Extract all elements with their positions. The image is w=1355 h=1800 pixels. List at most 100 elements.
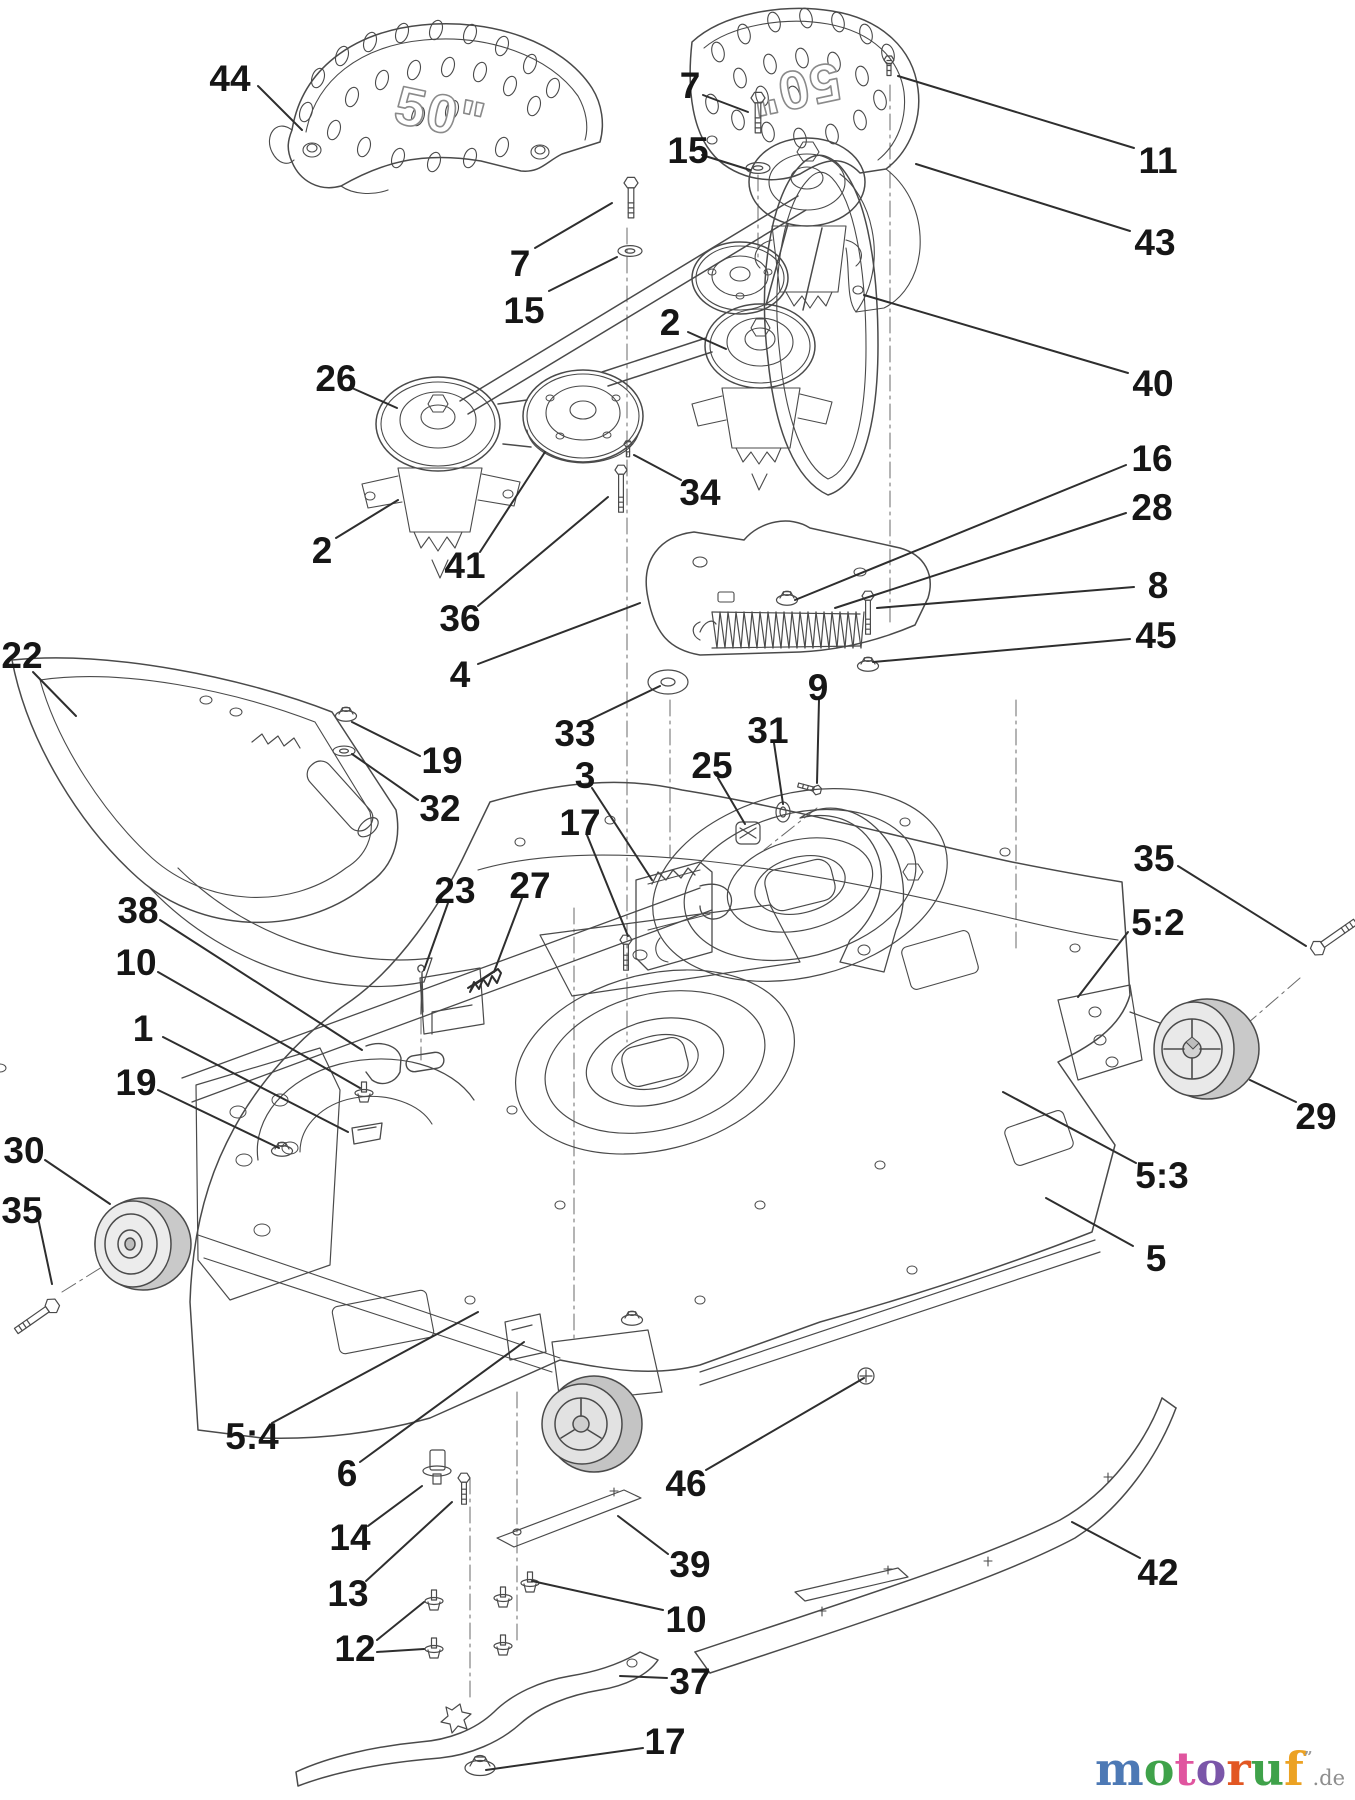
flange-nut-16 — [775, 590, 799, 606]
drive-belts — [459, 154, 879, 496]
callout-23: 23 — [434, 870, 475, 911]
callout-35: 35 — [1, 1190, 42, 1231]
washer-32 — [332, 745, 356, 757]
grease-screw-34 — [623, 440, 633, 458]
callout-5:4: 5:4 — [225, 1416, 279, 1457]
bolt-10-left — [354, 1081, 374, 1103]
leader-line-30 — [44, 1159, 111, 1205]
leader-line-11 — [897, 75, 1135, 149]
leader-line-35 — [1177, 865, 1307, 947]
leader-line-5 — [1045, 1197, 1134, 1247]
leader-line-27 — [493, 897, 523, 973]
callout-1: 1 — [133, 1008, 154, 1049]
screw-11 — [883, 55, 895, 77]
callout-44: 44 — [209, 58, 251, 99]
leader-line-22 — [32, 671, 77, 717]
leader-line-1 — [162, 1036, 349, 1133]
leader-line-25 — [717, 777, 746, 825]
assembly-axis-lines — [61, 84, 1301, 1701]
phillips-screw-46 — [857, 1367, 875, 1385]
belt-cover-left: 50" — [268, 19, 604, 195]
callout-34: 34 — [679, 472, 721, 513]
callout-31: 31 — [747, 710, 788, 751]
leader-line-8 — [876, 586, 1135, 609]
shoulder-screw-14 — [422, 1449, 452, 1485]
leader-line-15 — [701, 154, 751, 171]
leader-line-23 — [423, 902, 449, 971]
callout-38: 38 — [117, 890, 158, 931]
leader-line-2 — [687, 331, 727, 350]
callout-4: 4 — [450, 654, 471, 695]
watermark-letter: o — [1143, 1742, 1175, 1796]
callout-6: 6 — [337, 1453, 358, 1494]
callout-28: 28 — [1131, 487, 1172, 528]
leader-line-9 — [816, 699, 820, 784]
leader-line-19 — [157, 1089, 280, 1149]
callout-9: 9 — [808, 667, 829, 708]
callout-33: 33 — [554, 713, 595, 754]
leader-line-43 — [915, 163, 1131, 232]
callout-45: 45 — [1135, 615, 1176, 656]
callout-7: 7 — [510, 243, 531, 284]
callout-5:3: 5:3 — [1135, 1155, 1188, 1196]
leader-line-2 — [335, 499, 399, 539]
leader-line-16 — [794, 464, 1127, 601]
callout-35: 35 — [1133, 838, 1174, 879]
leader-line-7 — [534, 202, 613, 249]
callout-41: 41 — [444, 545, 485, 586]
roller-nut — [620, 1310, 644, 1326]
callout-27: 27 — [509, 865, 550, 906]
trim-strip-42 — [694, 1397, 1177, 1674]
callout-29: 29 — [1295, 1096, 1336, 1137]
spindle-assembly-right — [691, 303, 833, 491]
baffle-plate-39 — [496, 1487, 642, 1548]
screw-13 — [457, 1472, 471, 1505]
leader-line-26 — [351, 387, 398, 409]
idler-arm-bracket — [645, 520, 931, 656]
cover-size-label-right: 50" — [744, 50, 846, 128]
height-hanger-bracket — [635, 861, 733, 971]
gauge-wheel-left — [94, 1197, 192, 1291]
hex-bolt-7-left — [623, 176, 639, 219]
washer-15-top — [745, 162, 771, 175]
watermark-letter: f — [1284, 1742, 1304, 1796]
lock-nut-45 — [856, 656, 880, 672]
leader-line-40 — [863, 294, 1129, 374]
callout-11: 11 — [1138, 140, 1177, 181]
leader-line-33 — [584, 685, 661, 723]
leader-line-7 — [702, 94, 749, 113]
callout-17: 17 — [559, 802, 600, 843]
leader-line-35 — [37, 1217, 53, 1285]
leader-line-5:2 — [1077, 931, 1129, 998]
baffle-plate-right — [794, 1565, 909, 1602]
extension-spring-28 — [699, 611, 865, 649]
callout-25: 25 — [691, 745, 732, 786]
callout-32: 32 — [419, 788, 460, 829]
leader-line-14 — [367, 1485, 423, 1527]
pivot-cap-25 — [735, 821, 761, 845]
wheel-bolt-12a — [424, 1589, 444, 1611]
callout-2: 2 — [312, 530, 333, 571]
leader-line-29 — [1249, 1079, 1297, 1103]
wheel-bolt-12c — [493, 1586, 513, 1608]
wheel-bolt-35-left — [13, 1298, 61, 1335]
leader-line-5:4 — [271, 1311, 479, 1424]
j-hook-rod-38 — [365, 1042, 445, 1085]
callout-10: 10 — [115, 942, 156, 983]
anti-scalp-roller — [541, 1329, 663, 1473]
leader-line-41 — [479, 451, 546, 553]
callout-39: 39 — [669, 1544, 710, 1585]
watermark-tick: ” — [1303, 1748, 1313, 1766]
leader-line-28 — [834, 512, 1127, 609]
leader-line-36 — [477, 496, 609, 607]
callout-15: 15 — [667, 130, 708, 171]
wheel-bolt-12b — [424, 1637, 444, 1659]
leader-line-12 — [376, 1601, 425, 1641]
callout-2: 2 — [660, 302, 681, 343]
carriage-bolt-17-top — [619, 934, 633, 971]
leader-line-4 — [477, 602, 641, 665]
mower-blade — [295, 1651, 659, 1787]
callout-12: 12 — [334, 1628, 375, 1669]
